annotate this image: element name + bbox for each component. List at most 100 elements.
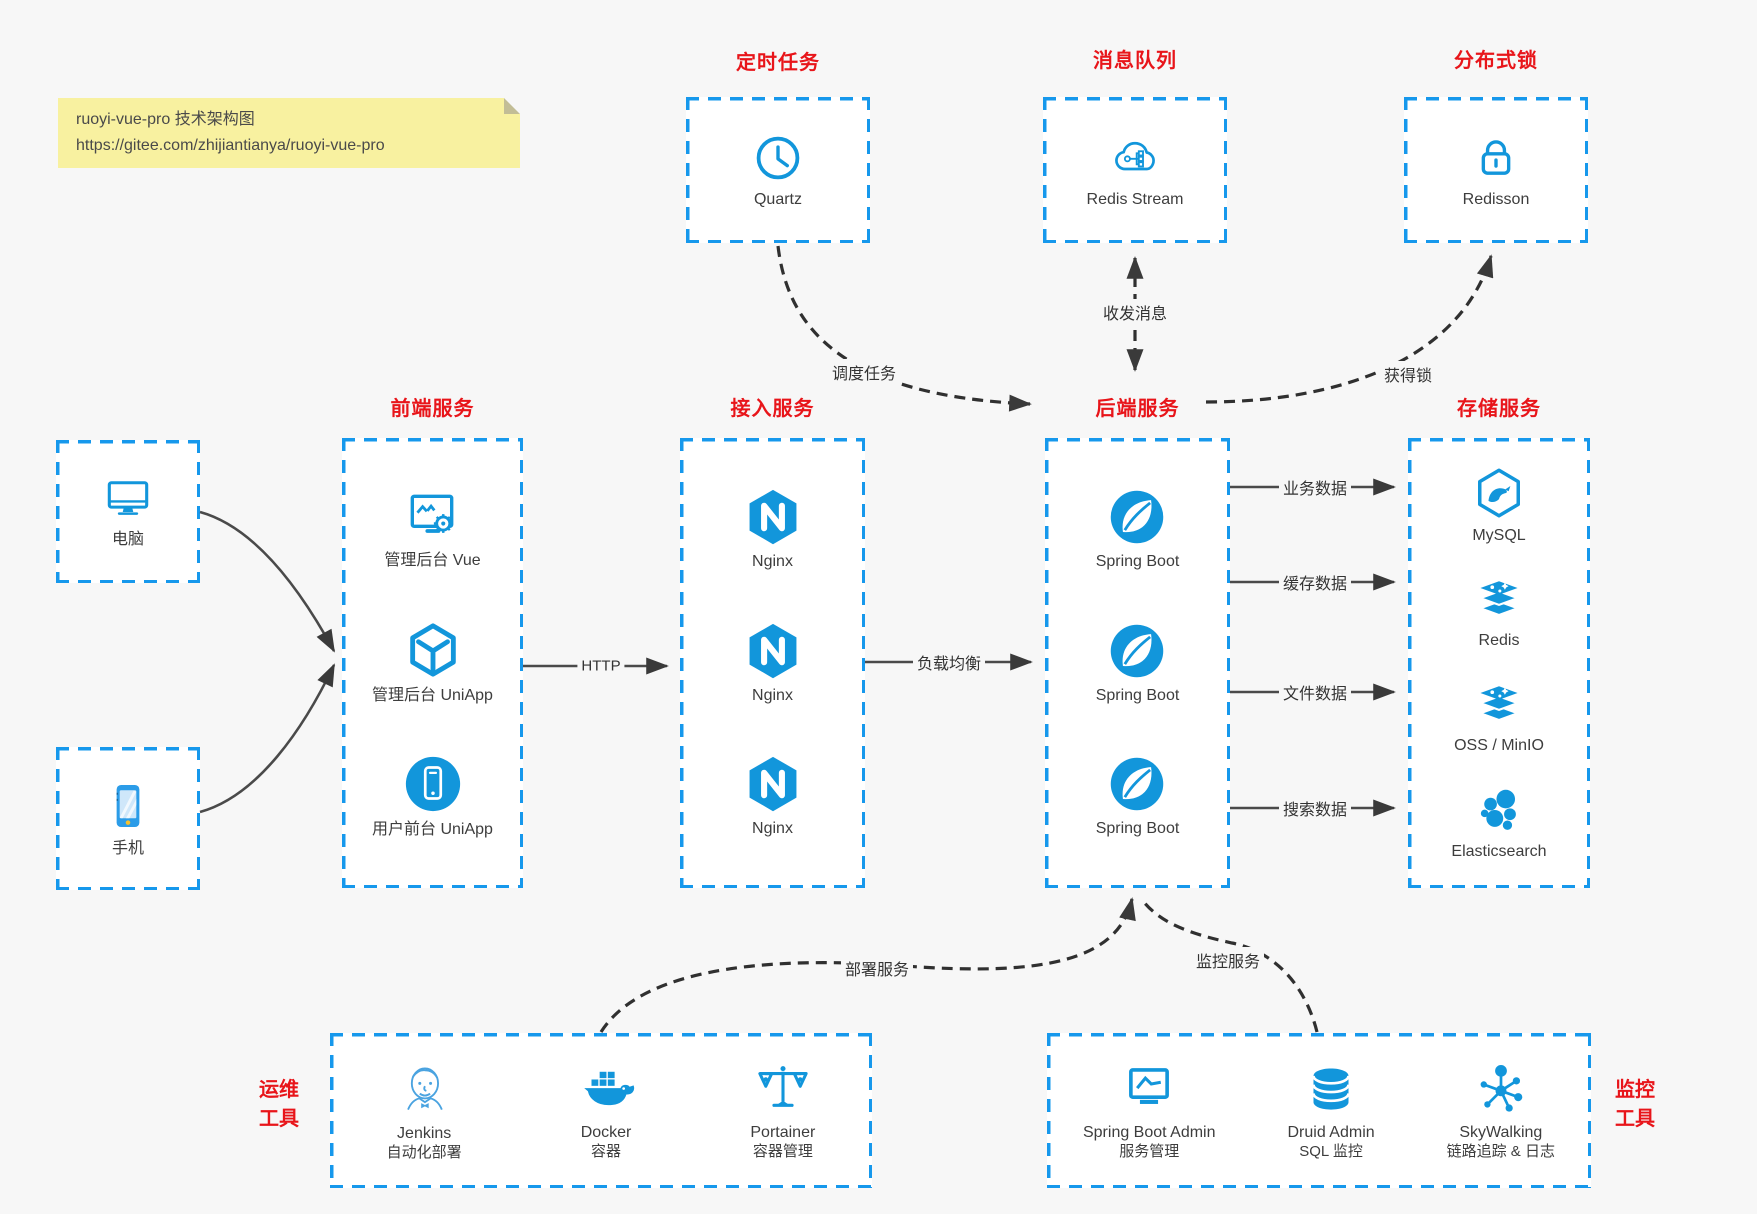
node-springboot-2: Spring Boot: [1095, 621, 1180, 705]
node-label: Nginx: [752, 553, 793, 571]
node-label: Nginx: [752, 686, 793, 704]
node-sublabel: 容器管理: [752, 1142, 813, 1160]
lock-icon: [1481, 140, 1511, 175]
node-label: Redis: [1478, 632, 1520, 650]
edge-label-file-data: 文件数据: [1278, 679, 1352, 705]
quartz-box: Quartz: [686, 97, 870, 243]
spring-leaf-icon: [1111, 758, 1164, 811]
node-label: 管理后台 UniApp: [372, 686, 493, 704]
node-label: Redisson: [1462, 190, 1530, 208]
cloud-network-icon: [1115, 141, 1155, 171]
edge-label-business-data: 业务数据: [1278, 474, 1352, 500]
node-mysql: MySQL: [1471, 465, 1527, 545]
ops-box: Jenkins 自动化部署 Docker 容器: [330, 1033, 872, 1188]
spring-leaf-icon: [1111, 490, 1164, 544]
node-user-uniapp: 用户前台 UniApp: [372, 753, 493, 839]
storage-box: MySQL Redis OSS / MinIO: [1408, 438, 1590, 888]
node-label: Spring Boot Admin: [1082, 1124, 1216, 1142]
edge-label-http: HTTP: [577, 656, 625, 676]
edge-acquire-lock: [1205, 254, 1494, 404]
node-admin-vue: 管理后台 Vue: [384, 486, 481, 570]
spring-leaf-icon: [1111, 624, 1164, 678]
node-label: Elasticsearch: [1451, 842, 1547, 860]
jenkins-butler-icon: [407, 1067, 443, 1111]
backend-box: Spring Boot Spring Boot Spring Boot: [1045, 438, 1230, 888]
monitoring-title-line2: 工具: [1615, 1108, 1655, 1130]
monitoring-title-line1: 监控: [1615, 1079, 1655, 1101]
node-nginx-1: Nginx: [743, 487, 803, 571]
node-sublabel: 服务管理: [1119, 1142, 1180, 1160]
edge-label-load-balance: 负载均衡: [912, 649, 986, 675]
node-oss-minio: OSS / MinIO: [1454, 677, 1544, 755]
mysql-dolphin-icon: [1478, 468, 1520, 518]
edge-label-monitor-service: 监控服务: [1191, 947, 1265, 973]
redisson-box: Redisson: [1404, 97, 1588, 243]
node-graph-icon: [1480, 1065, 1523, 1112]
node-label: Docker: [580, 1124, 632, 1142]
monitor-pulse-icon: [1129, 1068, 1170, 1105]
node-label: 用户前台 UniApp: [372, 821, 493, 839]
node-portainer: Portainer 容器管理: [750, 1060, 815, 1160]
node-label: Druid Admin: [1287, 1124, 1375, 1142]
title-distributed-lock: 分布式锁: [1454, 50, 1538, 72]
note-url: https://gitee.com/zhijiantianya/ruoyi-vu…: [76, 137, 385, 154]
node-label: Quartz: [753, 190, 802, 208]
node-label: MySQL: [1472, 526, 1526, 544]
docker-whale-icon: [584, 1072, 635, 1106]
ops-title-line2: 工具: [259, 1108, 299, 1130]
node-nginx-2: Nginx: [743, 621, 803, 705]
edge-label-send-receive-msg: 收发消息: [1098, 299, 1172, 325]
title-monitoring-tools: 监控 工具: [1602, 1076, 1668, 1134]
edge-computer-to-frontend: [199, 510, 336, 653]
node-docker: Docker 容器: [575, 1060, 637, 1160]
edge-label-schedule-task: 调度任务: [827, 359, 901, 385]
stack-icon: [1477, 686, 1521, 722]
node-redisson: Redisson: [1462, 131, 1530, 209]
node-label: SkyWalking: [1459, 1124, 1543, 1142]
node-sublabel: 容器: [591, 1142, 622, 1160]
node-label: 管理后台 Vue: [384, 552, 481, 570]
node-sublabel: SQL 监控: [1299, 1142, 1363, 1160]
gateway-box: Nginx Nginx Nginx: [680, 438, 865, 888]
node-label: Portainer: [750, 1124, 816, 1142]
monitoring-box: Spring Boot Admin 服务管理 Druid Admin SQL 监…: [1047, 1033, 1591, 1188]
node-sublabel: 自动化部署: [386, 1143, 462, 1161]
title-frontend-service: 前端服务: [390, 398, 475, 420]
note-title: ruoyi-vue-pro 技术架构图: [76, 111, 255, 128]
node-elasticsearch: Elasticsearch: [1451, 783, 1547, 861]
node-quartz: Quartz: [751, 131, 805, 209]
node-label: 手机: [111, 840, 144, 858]
admin-screen-gear-icon: [411, 494, 454, 534]
title-gateway-service: 接入服务: [730, 398, 815, 420]
node-label: Spring Boot: [1095, 686, 1180, 704]
cube-icon: [409, 623, 456, 677]
node-label: Redis Stream: [1086, 190, 1184, 208]
nginx-icon: [749, 490, 796, 545]
edge-label-deploy-service: 部署服务: [840, 955, 914, 981]
nginx-icon: [749, 623, 796, 678]
node-admin-uniapp: 管理后台 UniApp: [372, 619, 493, 705]
ops-title-line1: 运维: [259, 1079, 299, 1101]
node-label: OSS / MinIO: [1454, 737, 1544, 755]
edge-label-acquire-lock: 获得锁: [1379, 361, 1437, 387]
sticky-note: ruoyi-vue-pro 技术架构图 https://gitee.com/zh…: [58, 98, 520, 168]
node-label: 电脑: [111, 531, 144, 549]
node-druid-admin: Druid Admin SQL 监控: [1288, 1060, 1375, 1160]
node-phone: 手机: [100, 778, 156, 858]
node-label: Spring Boot: [1095, 820, 1180, 838]
stack-icon: [1477, 581, 1521, 617]
node-nginx-3: Nginx: [743, 754, 803, 838]
edge-label-cache-data: 缓存数据: [1278, 569, 1352, 595]
frontend-box: 管理后台 Vue 管理后台 UniApp 用户前台 UniApp: [342, 438, 523, 888]
title-message-queue: 消息队列: [1093, 50, 1177, 72]
edge-phone-to-frontend: [199, 663, 336, 814]
node-redis: Redis: [1470, 572, 1528, 650]
phone-circle-icon: [405, 757, 460, 812]
title-storage-service: 存储服务: [1457, 398, 1541, 420]
node-springboot-3: Spring Boot: [1095, 754, 1180, 838]
elastic-cluster-icon: [1480, 789, 1516, 830]
node-sublabel: 链路追踪 & 日志: [1446, 1142, 1555, 1160]
node-jenkins: Jenkins 自动化部署: [387, 1059, 462, 1161]
edge-label-search-data: 搜索数据: [1278, 795, 1352, 821]
